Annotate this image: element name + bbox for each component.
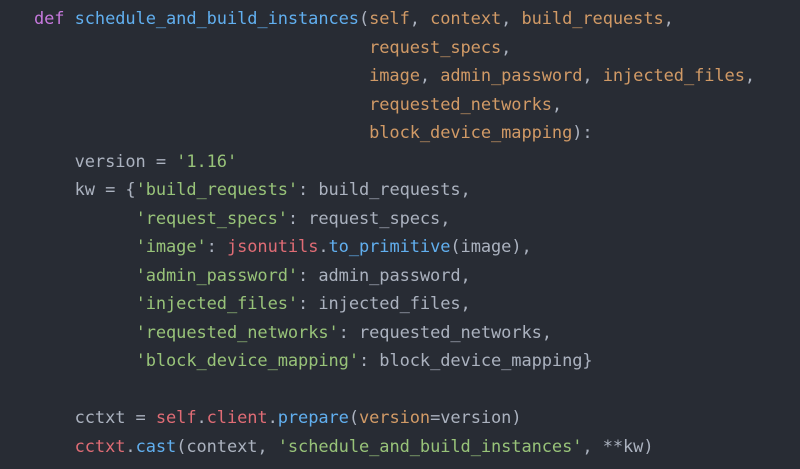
code-token-string: 'schedule_and_build_instances' [277, 436, 583, 457]
code-token-red: self [155, 408, 197, 428]
code-token-plain: (context, [176, 436, 278, 457]
code-token-function: prepare [277, 408, 349, 428]
code-token-plain [34, 38, 369, 58]
code-token-plain: , [501, 37, 512, 58]
code-line-10: 'admin_password': admin_password, [0, 262, 471, 290]
code-token-plain [34, 323, 136, 343]
code-token-string: 'injected_files' [135, 294, 299, 314]
code-token-function: schedule_and_build_instances [74, 9, 359, 29]
code-token-plain [34, 437, 75, 457]
code-line-14 [0, 376, 34, 404]
code-token-plain: kw = { [34, 180, 136, 200]
code-token-plain: : injected_files, [298, 294, 471, 314]
code-token-param: block_device_mapping [369, 123, 573, 143]
code-token-plain [34, 294, 136, 314]
code-token-plain: . [125, 436, 136, 457]
code-line-3: image, admin_password, injected_files, [0, 62, 755, 90]
code-line-15: cctxt = self.client.prepare(version=vers… [0, 404, 522, 432]
code-token-plain [34, 95, 369, 115]
code-token-plain: , [419, 66, 441, 86]
code-line-8: 'request_specs': request_specs, [0, 205, 451, 233]
code-line-1: def schedule_and_build_instances(self, c… [0, 5, 674, 33]
code-token-param: build_requests [521, 9, 664, 29]
code-token-plain [34, 237, 136, 257]
code-token-plain: : request_specs, [287, 208, 451, 229]
code-token-param: admin_password [440, 66, 583, 86]
code-token-plain: : requested_networks, [338, 322, 552, 343]
code-line-7: kw = {'build_requests': build_requests, [0, 176, 471, 204]
code-line-4: requested_networks, [0, 91, 562, 119]
code-token-red: cctxt [74, 436, 126, 457]
code-token-string: 'admin_password' [135, 265, 299, 286]
code-line-9: 'image': jsonutils.to_primitive(image), [0, 233, 532, 261]
code-token-plain: : admin_password, [298, 265, 471, 286]
code-line-5: block_device_mapping): [0, 119, 593, 147]
code-token-plain: : block_device_mapping} [358, 351, 593, 371]
code-token-param: self [369, 9, 410, 29]
code-token-plain: , [551, 94, 563, 115]
code-line-12: 'requested_networks': requested_networks… [0, 319, 552, 347]
code-line-13: 'block_device_mapping': block_device_map… [0, 347, 593, 375]
code-line-2: request_specs, [0, 34, 511, 62]
code-token-plain [34, 66, 369, 86]
code-token-plain: : build_requests, [298, 180, 471, 200]
code-token-plain: , **kw) [582, 436, 654, 457]
code-token-plain: : [206, 237, 227, 257]
code-line-11: 'injected_files': injected_files, [0, 290, 471, 318]
code-token-param: request_specs [369, 37, 502, 58]
code-token-string: 'request_specs' [135, 208, 288, 229]
code-line-6: version = '1.16' [0, 148, 238, 176]
code-token-param: injected_files [602, 66, 745, 86]
code-line-16: cctxt.cast(context, 'schedule_and_build_… [0, 433, 654, 461]
code-token-string: '1.16' [176, 151, 238, 172]
code-token-plain: , [744, 66, 756, 86]
code-token-red: client [206, 408, 268, 428]
code-token-plain: ): [572, 123, 593, 143]
code-token-keyword: def [34, 9, 75, 29]
code-token-plain: =version) [430, 408, 522, 428]
code-token-param: version [358, 408, 431, 428]
code-token-plain: , [582, 66, 603, 86]
code-token-function: to_primitive [328, 237, 451, 257]
code-token-plain: ( [348, 408, 359, 428]
code-token-plain: , [501, 9, 522, 29]
code-token-plain: , [409, 9, 431, 29]
code-token-function: cast [135, 436, 177, 457]
code-token-plain: version = [34, 151, 177, 172]
code-token-param: image [369, 66, 420, 86]
code-token-plain [34, 266, 136, 286]
code-token-plain [34, 351, 136, 371]
code-token-string: 'image' [135, 237, 207, 257]
code-token-param: requested_networks [369, 94, 552, 115]
code-token-plain [34, 123, 369, 143]
code-token-param: context [430, 9, 502, 29]
code-token-string: 'requested_networks' [135, 322, 339, 343]
code-token-plain: . [318, 237, 329, 257]
code-token-string: 'block_device_mapping' [135, 351, 360, 371]
code-token-plain: ( [358, 9, 370, 29]
code-token-plain: . [267, 408, 278, 428]
code-token-string: 'build_requests' [135, 180, 299, 200]
code-token-plain: . [196, 408, 207, 428]
code-token-plain: , [663, 9, 674, 29]
code-token-plain: cctxt = [34, 408, 156, 428]
code-token-plain: (image), [450, 237, 532, 257]
code-token-plain [34, 209, 136, 229]
code-token-red: jsonutils [226, 237, 319, 257]
